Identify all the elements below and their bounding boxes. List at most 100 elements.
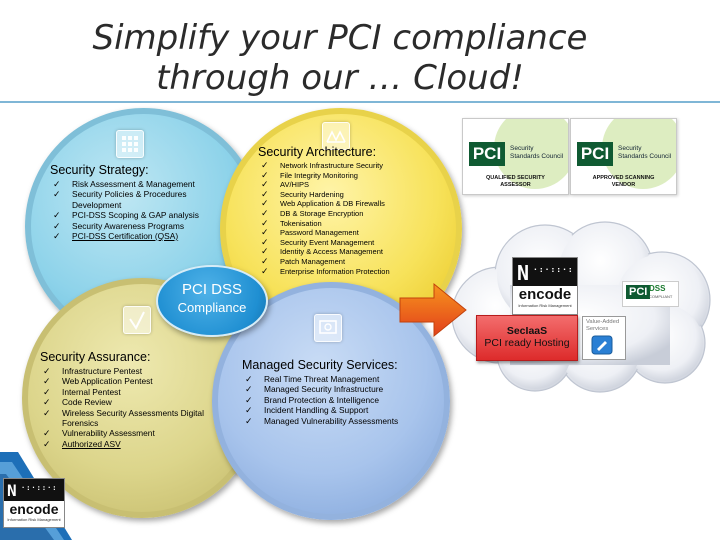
authorized-asv-link[interactable]: ✓Authorized ASV [40,439,210,449]
network-icon [322,122,350,150]
grid-icon [116,130,144,158]
list-item: ✓Web Application Pentest [40,376,210,386]
list-item-label[interactable]: PCI-DSS Certification (QSA) [72,231,179,242]
certificate-caption: QUALIFIED SECURITY ASSESSOR [463,175,568,189]
certificate-caption: APPROVED SCANNING VENDOR [571,175,676,189]
seciaas-service-box: SecIaaS PCI ready Hosting [476,315,578,361]
list-item-label: Security Hardening [280,189,344,199]
check-icon: ✓ [53,231,61,242]
check-icon: ✓ [43,407,51,418]
managed-security-list: ✓Real Time Threat Management ✓Managed Se… [242,374,422,426]
caption-line: ASSESSOR [500,181,531,188]
vas-label: Value-Added Services [583,317,625,332]
encode-logo: N ·:·::·: encode Information Risk Manage… [512,257,578,315]
leaf-decoration [602,119,676,189]
qsa-certificate: PCI Security Standards Council QUALIFIED… [462,118,569,195]
encode-wordmark: encode [518,286,572,303]
ssc-line: Security [618,145,642,152]
list-item: ✓ Web Application & DB Firewalls [258,199,408,209]
list-item-label: Security Event Management [280,237,375,247]
check-icon: ✓ [43,397,51,408]
list-item-label: Identity & Access Management [280,247,383,257]
list-item-label: Network Infrastructure Security [280,161,383,170]
compliance-label: Compliance [177,300,247,315]
check-icon: ✓ [261,198,269,209]
list-item: ✓Wireless Security Assessments Digital F… [40,408,210,429]
security-strategy-block: Security Strategy: ✓ Risk Assessment & Ma… [50,163,220,241]
security-architecture-heading: Security Architecture: [258,145,377,159]
monitor-icon [314,314,342,342]
list-item-label[interactable]: Authorized ASV [62,438,121,449]
leaf-decoration [494,119,568,189]
check-icon: ✓ [43,376,51,387]
asv-certificate: PCI Security Standards Council APPROVED … [570,118,677,195]
check-icon: ✓ [261,246,269,257]
list-item: ✓Incident Handling & Support [242,405,422,415]
title-line-2: through our … Cloud! [156,58,524,98]
list-item: ✓ Network Infrastructure Security [258,160,408,171]
list-item-label: Vulnerability Assessment [62,428,155,439]
list-item-label: Internal Pentest [62,386,121,397]
list-item-label: Security Awareness Programs [72,220,185,231]
list-item-label: AV/HIPS [280,180,310,190]
list-item-label: Security Policies & Procedures Developme… [72,189,187,210]
title-line-1: Simplify your PCI compliance [92,18,588,58]
ssc-label: Security Standards Council [510,145,563,160]
pci-dss-label: PCI DSS [181,281,242,298]
list-item: ✓Password Management [258,228,408,238]
check-icon: ✓ [53,210,61,221]
check-icon: ✓ [261,217,269,228]
pci-logo: PCI [469,142,505,166]
list-item: ✓ Security Hardening [258,188,408,200]
check-icon: ✓ [245,384,253,395]
encode-tagline: Information Risk Management [7,517,61,522]
managed-security-heading: Managed Security Services: [242,358,398,372]
check-icon: ✓ [53,179,61,189]
pci-mark: PCI [626,285,651,299]
list-item: ✓Brand Protection & Intelligence [242,395,422,405]
list-item-label: PCI-DSS Scoping & GAP analysis [72,210,199,221]
list-item: ✓Tokenisation [258,217,408,229]
check-icon: ✓ [43,386,51,397]
vas-label-line: Value-Added [586,319,620,325]
encode-logo-mark: N ·:·::·: [513,258,577,286]
check-icon: ✓ [53,189,61,200]
list-item-label: DB & Storage Encryption [280,208,364,218]
security-architecture-block: Security Architecture: ✓ Network Infrastr… [258,145,408,276]
ssc-label: Security Standards Council [618,145,671,160]
check-icon: ✓ [261,255,269,266]
list-item: ✓ Internal Pentest [40,387,210,397]
check-icon: ✓ [261,188,269,199]
vas-label-line: Services [586,325,609,332]
pci-logo: PCI [577,142,613,166]
check-icon: ✓ [261,179,269,190]
security-assurance-heading: Security Assurance: [40,350,151,364]
check-icon: ✓ [245,394,253,405]
list-item-label: Infrastructure Pentest [62,366,143,376]
check-icon: ✓ [261,236,269,247]
security-strategy-heading: Security Strategy: [50,163,149,177]
arrow-right-icon [399,282,467,338]
pci-dss-compliant-logo: PCI DSS COMPLIANT [622,281,679,307]
list-item-label: Risk Assessment & Management [72,179,195,189]
check-icon: ✓ [261,169,269,180]
slide-title: Simplify your PCI compliance through our… [40,18,640,98]
list-item-label: Web Application & DB Firewalls [280,199,385,209]
check-icon: ✓ [261,265,269,276]
ssc-line: Standards Council [618,152,672,160]
list-item: ✓ PCI-DSS Scoping & GAP analysis [50,210,220,220]
list-item: ✓ Risk Assessment & Management [50,179,220,189]
list-item: ✓ Security Event Management [258,236,408,248]
check-icon: ✓ [43,366,51,376]
encode-corner-logo: N ·:·::·: encode Information Risk Manage… [3,478,65,528]
list-item: ✓ AV/HIPS [258,180,408,190]
pci-dss-certification-link[interactable]: ✓ PCI-DSS Certification (QSA) [50,231,220,241]
check-icon: ✓ [261,160,269,170]
check-icon: ✓ [261,207,269,218]
security-architecture-list: ✓Network Infrastructure Security ✓File I… [258,160,408,276]
list-item-label: Password Management [280,228,359,238]
title-divider [0,101,720,103]
compliant-mark: COMPLIANT [649,294,673,299]
list-item: ✓Real Time Threat Management [242,374,422,384]
